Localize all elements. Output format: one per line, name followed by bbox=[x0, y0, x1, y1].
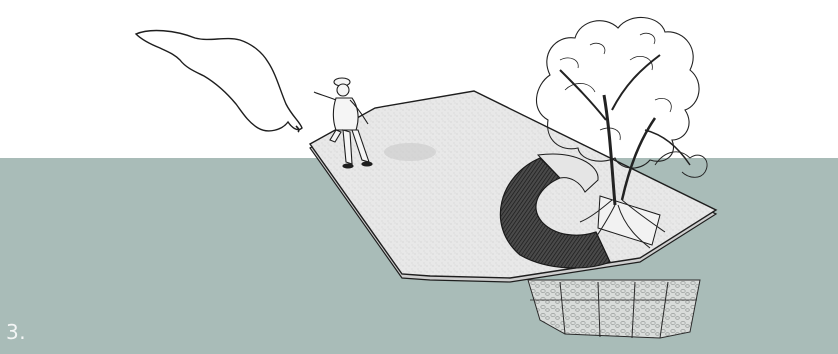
cast-net-outline bbox=[136, 31, 302, 131]
panel-number-label: 3. bbox=[6, 320, 26, 344]
